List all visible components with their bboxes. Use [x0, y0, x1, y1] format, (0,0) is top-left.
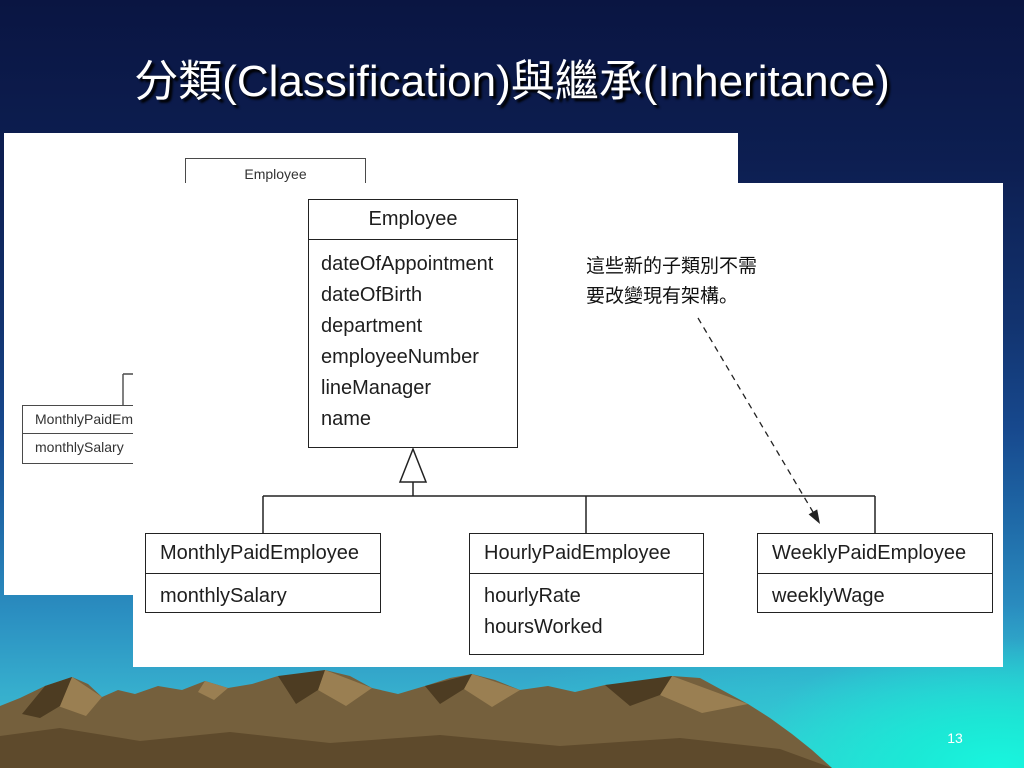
monthly-paid-employee-class-box: MonthlyPaidEmployee monthlySalary — [145, 533, 381, 613]
employee-class-box: Employee dateOfAppointment dateOfBirth d… — [308, 199, 518, 448]
attribute: hoursWorked — [484, 616, 603, 638]
note-arrowhead — [808, 509, 820, 524]
hourly-paid-employee-class-box: HourlyPaidEmployee hourlyRate hoursWorke… — [469, 533, 704, 655]
weekly-paid-employee-class-box: WeeklyPaidEmployee weeklyWage — [757, 533, 993, 613]
annotation-note: 這些新的子類別不需 要改變現有架構。 — [586, 252, 757, 312]
attribute: dateOfBirth — [321, 284, 423, 306]
attribute: employeeNumber — [321, 346, 479, 368]
slide-title: 分類(Classification)與繼承(Inheritance) — [134, 57, 890, 106]
attribute: department — [321, 315, 423, 337]
back-employee-class-name: Employee — [244, 166, 307, 182]
attribute: lineManager — [321, 377, 432, 399]
hourly-paid-employee-class-name: HourlyPaidEmployee — [470, 534, 703, 574]
attribute: monthlySalary — [160, 585, 287, 607]
weekly-attribute-list: weeklyWage — [758, 574, 992, 612]
note-dashed-arrow-line — [697, 317, 814, 513]
attribute: name — [321, 408, 372, 430]
generalization-triangle — [398, 446, 428, 483]
page-number: 13 — [947, 730, 963, 746]
monthly-attribute-list: monthlySalary — [146, 574, 380, 612]
hourly-attribute-list: hourlyRate hoursWorked — [470, 574, 703, 643]
attribute: weeklyWage — [772, 585, 885, 607]
mountain-foreground — [0, 728, 832, 768]
back-monthly-attribute: monthlySalary — [35, 439, 124, 455]
employee-class-name: Employee — [309, 200, 517, 240]
monthly-paid-employee-class-name: MonthlyPaidEmployee — [146, 534, 380, 574]
annotation-line: 這些新的子類別不需 — [586, 256, 758, 277]
attribute: hourlyRate — [484, 585, 581, 607]
employee-attribute-list: dateOfAppointment dateOfBirth department… — [309, 240, 517, 435]
uml-diagram-panel: Employee dateOfAppointment dateOfBirth d… — [133, 183, 1003, 667]
weekly-paid-employee-class-name: WeeklyPaidEmployee — [758, 534, 992, 574]
attribute: dateOfAppointment — [321, 253, 494, 275]
annotation-line: 要改變現有架構。 — [586, 286, 739, 307]
